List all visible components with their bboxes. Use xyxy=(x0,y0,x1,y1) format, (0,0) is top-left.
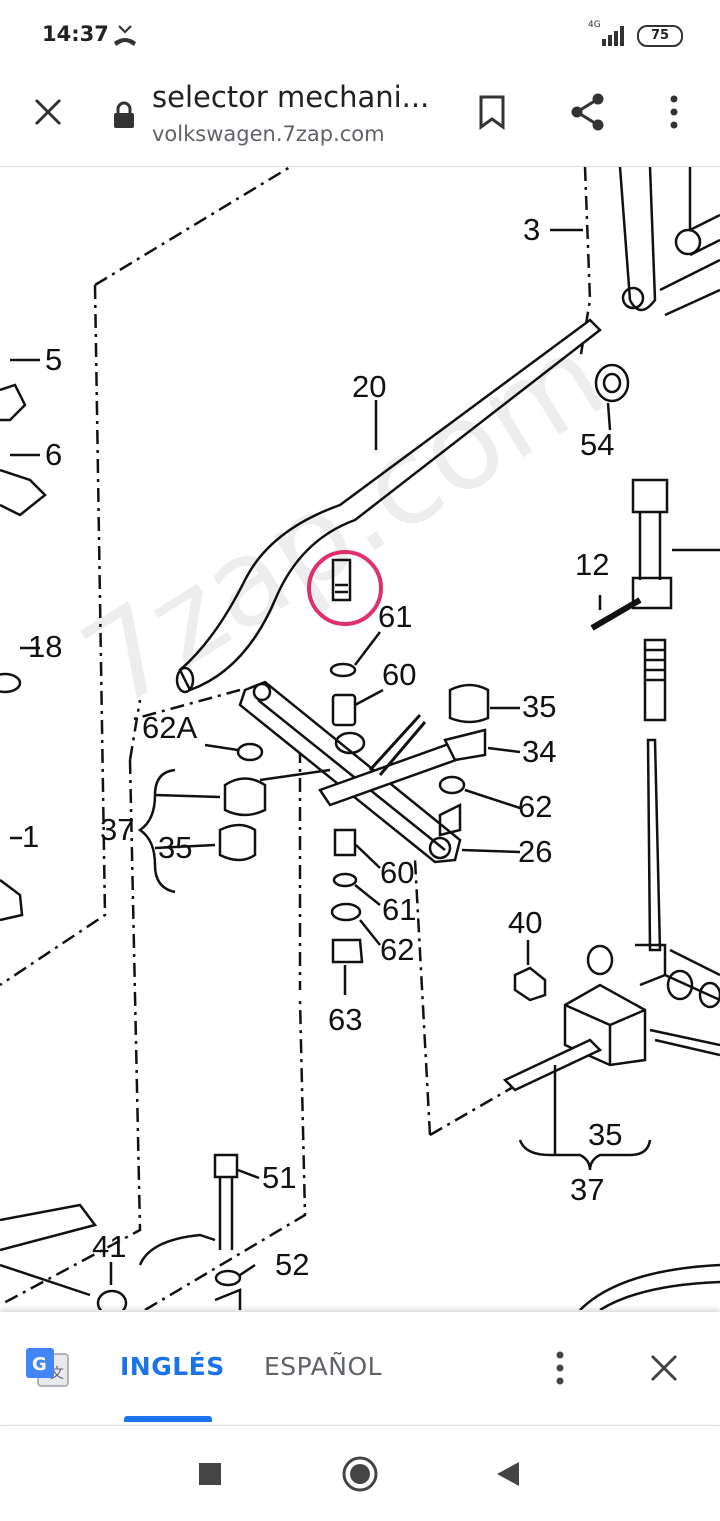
part-label[interactable]: 34 xyxy=(522,734,557,769)
part-label[interactable]: 35 xyxy=(588,1117,623,1152)
part-label[interactable]: 6 xyxy=(45,437,63,472)
part-label[interactable]: 3 xyxy=(523,212,541,247)
bookmark-button[interactable] xyxy=(468,88,516,136)
more-options-button[interactable] xyxy=(650,88,698,136)
google-translate-icon: 文 G xyxy=(26,1348,69,1387)
part-label[interactable]: 61 xyxy=(378,599,413,634)
part-label[interactable]: 12 xyxy=(575,547,610,582)
active-tab-indicator xyxy=(124,1416,212,1422)
part-label[interactable]: 62 xyxy=(518,789,553,824)
part-label[interactable]: 54 xyxy=(580,427,615,462)
status-time: 14:37 xyxy=(42,22,109,46)
parts-diagram[interactable]: 7zap.com 3 5 6 20 54 12 18 61 60 35 62A … xyxy=(0,167,720,1310)
translate-more-button[interactable] xyxy=(536,1344,584,1392)
page-title[interactable]: selector mechani... xyxy=(152,80,430,114)
home-circle-icon xyxy=(342,1456,378,1492)
part-label[interactable]: 5 xyxy=(45,342,63,377)
tab-target-language[interactable]: ESPAÑOL xyxy=(264,1352,383,1381)
part-label[interactable]: 60 xyxy=(382,657,417,692)
part-label[interactable]: 40 xyxy=(508,905,543,940)
part-label[interactable]: 51 xyxy=(262,1160,297,1195)
home-button[interactable] xyxy=(330,1444,390,1504)
share-icon xyxy=(571,93,604,131)
part-label[interactable]: 41 xyxy=(92,1229,127,1264)
part-label[interactable]: 61 xyxy=(382,892,417,927)
more-vert-icon xyxy=(556,1351,564,1385)
battery-level: 75 xyxy=(637,25,683,47)
signal-icon xyxy=(602,26,624,46)
svg-text:G: G xyxy=(32,1354,47,1375)
network-type: 4G xyxy=(588,20,601,30)
translate-bar: 文 G INGLÉS ESPAÑOL xyxy=(0,1312,720,1424)
part-label[interactable]: 18 xyxy=(28,629,63,664)
missed-call-icon xyxy=(114,25,136,46)
part-label[interactable]: 37 xyxy=(100,812,135,847)
part-label[interactable]: 1 xyxy=(22,819,40,854)
part-label[interactable]: 35 xyxy=(158,830,193,865)
part-label[interactable]: 63 xyxy=(328,1002,363,1037)
translate-close-button[interactable] xyxy=(640,1344,688,1392)
share-button[interactable] xyxy=(564,88,612,136)
system-nav-bar xyxy=(0,1425,720,1521)
bookmark-icon xyxy=(479,95,505,130)
highlight-circle xyxy=(307,550,383,626)
tab-source-language[interactable]: INGLÉS xyxy=(120,1352,225,1381)
recents-square-icon xyxy=(199,1463,221,1485)
close-icon xyxy=(34,98,62,126)
part-label[interactable]: 37 xyxy=(570,1172,605,1207)
browser-toolbar: selector mechani... volkswagen.7zap.com xyxy=(0,70,720,167)
part-label[interactable]: 35 xyxy=(522,689,557,724)
part-label[interactable]: 52 xyxy=(275,1247,310,1282)
more-vert-icon xyxy=(670,95,678,129)
diagram-drawing xyxy=(0,167,720,1310)
part-label[interactable]: 26 xyxy=(518,834,553,869)
back-button[interactable] xyxy=(478,1444,538,1504)
lock-icon xyxy=(114,101,134,128)
part-label[interactable]: 62A xyxy=(142,710,198,745)
part-label[interactable]: 20 xyxy=(352,369,387,404)
back-triangle-icon xyxy=(497,1462,519,1486)
close-tab-button[interactable] xyxy=(24,88,72,136)
status-bar: 14:37 4G 75 xyxy=(0,0,720,70)
recents-button[interactable] xyxy=(180,1444,240,1504)
close-icon xyxy=(650,1354,678,1382)
page-url[interactable]: volkswagen.7zap.com xyxy=(152,122,385,146)
part-label[interactable]: 62 xyxy=(380,932,415,967)
part-label[interactable]: 60 xyxy=(380,855,415,890)
